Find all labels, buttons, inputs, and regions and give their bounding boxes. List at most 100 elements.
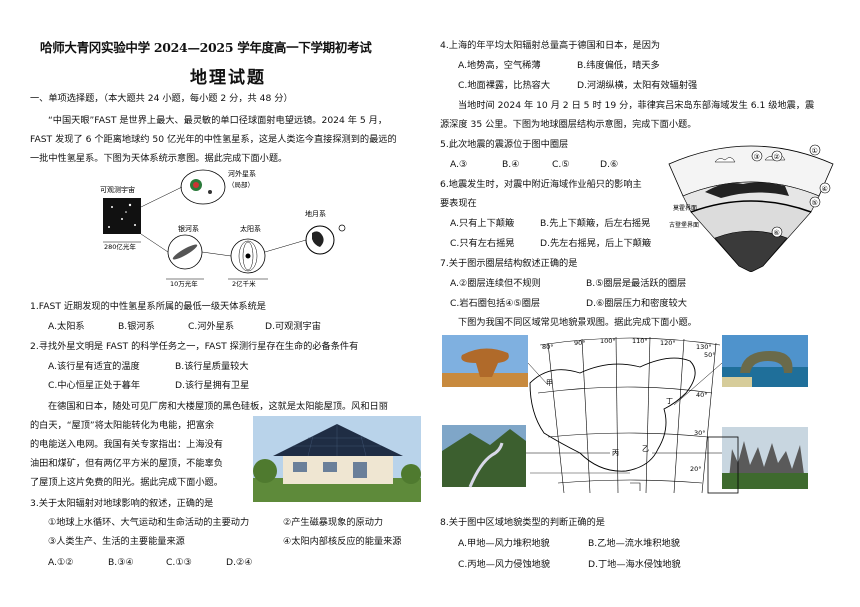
q7-option-d: D.⑥圈层压力和密度较大 [586,298,687,309]
q6-option-b: B.先上下颠簸，后左右摇晃 [540,218,651,229]
section-heading: 一、单项选择题，（本大题共 24 小题，每小题 2 分，共 48 分） [30,93,293,104]
q3-item-4: ④太阳内部核反应的能量来源 [283,536,402,547]
q5-stem: 5.此次地震的震源位于图中圈层 [440,139,569,150]
latitude-labels: 50° 40° 30° 20° [690,351,716,473]
q7-option-a: A.②圈层连续但不规则 [450,278,541,289]
q8-option-b: B.乙地—流水堆积地貌 [588,538,680,549]
q8-stem: 8.关于图中区域地貌类型的判断正确的是 [440,517,605,528]
intro3-line1: 当地时间 2024 年 10 月 2 日 5 时 19 分，菲律宾吕宋岛东部海域… [458,100,815,111]
q3-option-a: A.①② [48,557,74,568]
lon-110: 110° [632,337,648,345]
lat-30: 30° [694,429,706,437]
q5-option-b: B.④ [502,159,520,170]
q1-option-a: A.太阳系 [48,321,85,332]
photo-yi-landform [722,427,808,489]
q8-option-a: A.甲地—风力堆积地貌 [458,538,550,549]
q5-option-c: C.⑤ [552,159,570,170]
intro2-line3: 的电能送入电网。我国有关专家指出：上海没有 [30,439,223,450]
landform-map-figure: 80° 90° 100° 110° 120° 130° 50° 40° 30° … [442,335,808,494]
moon-image [338,224,346,232]
layer-label-2: ② [774,153,780,161]
intro2-line5: 了屋顶上这片免费的阳光。据此完成下面小题。 [30,477,223,488]
lat-40: 40° [696,391,708,399]
label-moho: 莫霍界面 [673,204,697,212]
label-solar-system: 太阳系 [240,224,261,233]
q6-stem-line1: 6.地震发生时，对震中附近海域作业船只的影响主 [440,179,642,190]
label-200m: 2亿千米 [232,279,256,288]
intro2-line4: 油田和煤矿，但有两亿平方米的屋顶，不能辜负 [30,458,223,469]
core-region [714,230,788,272]
intro4: 下图为我国不同区域常见地貌景观图。据此完成下面小题。 [458,317,697,328]
lon-100: 100° [600,337,616,345]
q1-stem: 1.FAST 近期发现的中性氢星系所属的最低一级天体系统是 [30,301,266,312]
q4-option-c: C.地面裸露，比热容大 [458,80,551,91]
q1-option-c: C.河外星系 [188,321,235,332]
layer-label-3: ③ [754,153,760,161]
photo-ding-landform [722,335,808,387]
q5-option-a: A.③ [450,159,468,170]
q3-stem: 3.关于太阳辐射对地球影响的叙述，正确的是 [30,498,214,509]
intro3-line2: 源深度 35 公里。下图为地球圈层结构示意图，完成下面小题。 [440,119,697,130]
q5-option-d: D.⑥ [600,159,619,170]
q6-option-a: A.只有上下颠簸 [450,218,515,229]
q2-option-b: B.该行星质量较大 [175,361,249,372]
place-yi: 乙 [642,445,649,453]
layer-label-6: ⑥ [774,229,780,237]
place-jia: 甲 [546,379,553,387]
lat-20: 20° [690,465,702,473]
intro2-line2: 的白天，“屋顶”将太阳能转化为电能，把富余 [30,420,215,431]
layer-labels: ① ② ③ ④ ⑤ ⑥ [751,144,831,238]
china-map [529,336,739,494]
q6-stem-line2: 要表现在 [440,198,477,209]
q6-option-d: D.先左右摇晃，后上下颠簸 [540,238,652,249]
q2-stem: 2.寻找外星文明是 FAST 的科学任务之一，FAST 探测行星存在生命的必备条… [30,341,359,352]
q2-option-c: C.中心恒星正处于暮年 [48,380,141,391]
label-100k: 10万光年 [170,279,198,288]
label-gutenberg: 古登堡界面 [669,221,699,229]
subject-title: 地理试题 [190,68,266,88]
lon-120: 120° [660,339,676,347]
intro2-line1: 在德国和日本，随处可见厂房和大楼屋顶的黑色硅板，这就是太阳能屋顶。风和日丽 [48,401,388,412]
q4-option-d: D.河湖纵横，太阳有效辐射强 [577,80,698,91]
label-extragalactic: 河外星系 [228,169,256,178]
lon-90: 90° [574,339,586,347]
photo-bing-landform [442,425,526,488]
q6-option-c: C.只有左右摇晃 [450,238,515,249]
q3-item-1: ①地球上水循环、大气运动和生命活动的主要动力 [48,517,250,528]
place-ding: 丁 [666,397,673,405]
longitude-labels: 80° 90° 100° 110° 120° 130° [542,337,712,351]
q2-option-a: A.该行星有适宜的温度 [48,361,140,372]
exam-title: 哈师大青冈实验中学 2024—2025 学年度高一下学期初考试 [40,40,372,55]
layer-label-5: ⑤ [812,199,818,207]
q7-option-b: B.⑤圈层是最活跃的圈层 [586,278,687,289]
q4-option-b: B.纬度偏低，晴天多 [577,60,660,71]
q8-option-c: C.丙地—风力侵蚀地貌 [458,559,551,570]
q1-option-b: B.银河系 [118,321,155,332]
lat-50: 50° [704,351,716,359]
q2-option-d: D.该行星拥有卫星 [175,380,250,391]
place-bing: 丙 [612,449,619,457]
lon-130: 130° [696,343,712,351]
photo-jia-landform [442,335,528,387]
layer-label-1: ① [812,147,818,155]
q3-option-b: B.③④ [108,557,134,568]
layer-label-4: ④ [822,185,828,193]
q8-option-d: D.丁地—海水侵蚀地貌 [588,559,681,570]
label-local: （局部） [228,180,254,189]
label-milky-way: 银河系 [178,224,199,233]
q4-option-a: A.地势高，空气稀薄 [458,60,541,71]
q1-option-d: D.可观测宇宙 [265,321,321,332]
q7-option-c: C.岩石圈包括④⑤圈层 [450,298,541,309]
intro1-line2: FAST 发现了 6 个距离地球约 50 亿光年的中性氢星系，这是人类迄今直接探… [30,134,397,145]
intro1-line1: “中国天眼”FAST 是世界上最大、最灵敏的单口径球面射电望远镜。2024 年 … [48,115,388,126]
intro1-line3: 一批中性氢星系。下图为天体系统示意图。据此完成下面小题。 [30,153,288,164]
q3-item-2: ②产生磁暴现象的原动力 [283,517,384,528]
q4-stem: 4.上海的年平均太阳辐射总量高于德国和日本，是因为 [440,40,661,51]
q3-option-d: D.②④ [226,557,253,568]
q7-stem: 7.关于图示圈层结构叙述正确的是 [440,258,578,269]
extragalactic-image [180,169,226,205]
q3-option-c: C.①③ [166,557,192,568]
celestial-system-figure: 可观测宇宙 280亿光年 河外星系 （局部） 银河系 10万光年 太阳系 2亿千… [100,169,346,288]
earth-layers-figure: ① ② ③ ④ ⑤ ⑥ 莫霍界面 古登堡界面 [668,144,834,272]
q3-item-3: ③人类生产、生活的主要能量来源 [48,536,185,547]
